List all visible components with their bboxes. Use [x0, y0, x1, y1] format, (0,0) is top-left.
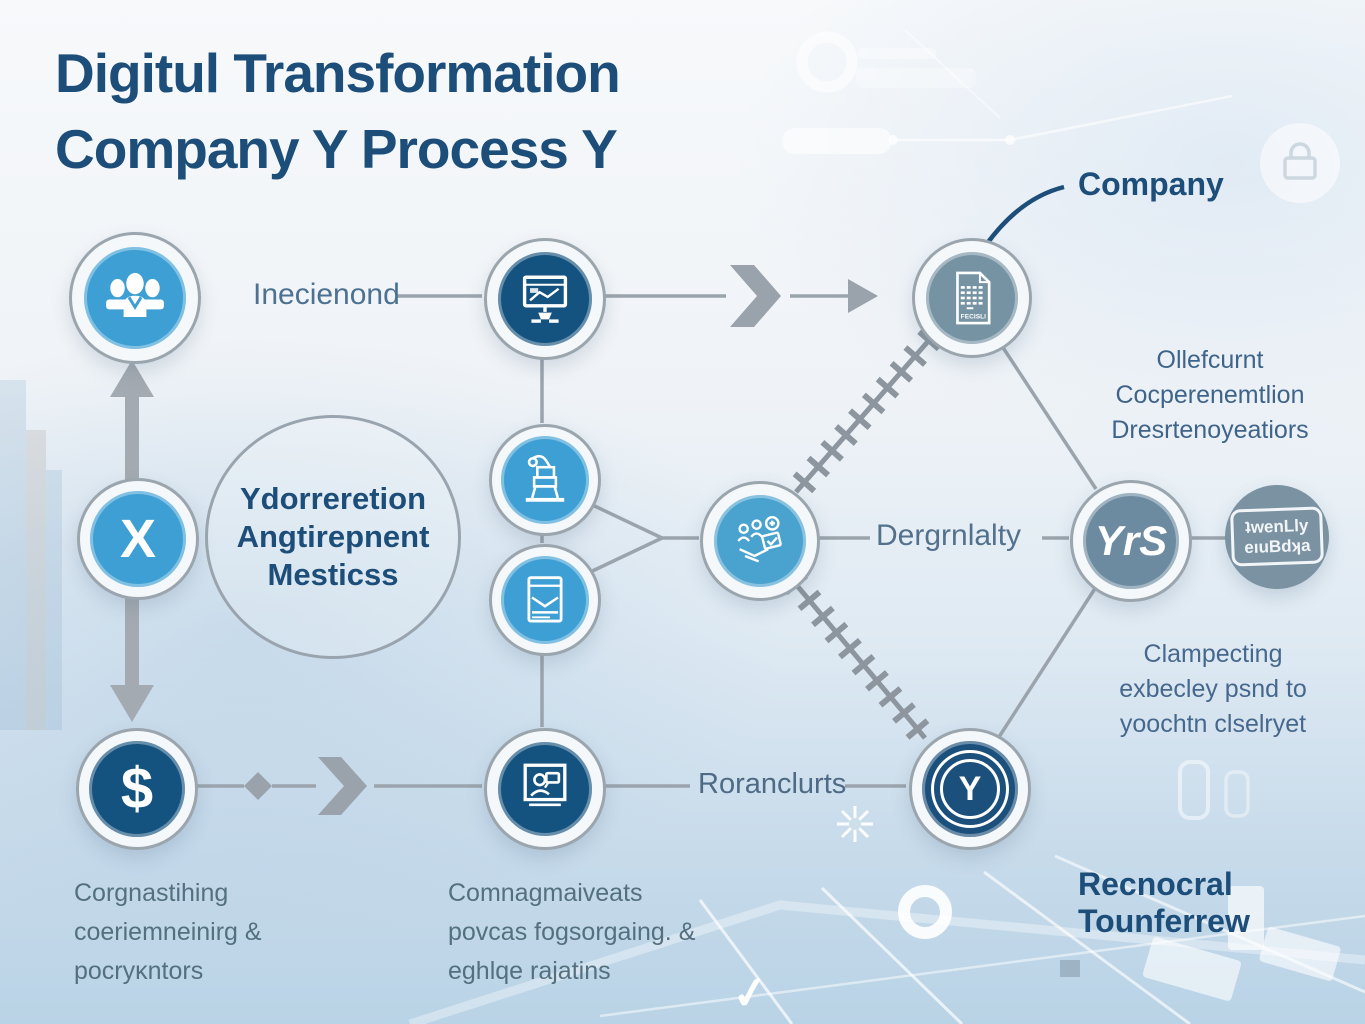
- presentation-monitor-icon: [522, 275, 568, 323]
- caption-center-line-3: eghlqe rajatins: [448, 956, 611, 985]
- stamp-line-1: ʇwenLly: [1244, 516, 1309, 538]
- label-recnocral: Recnocral Tounferrew: [1078, 866, 1250, 940]
- bubble-line-3: Mesticss: [267, 556, 399, 592]
- right-bottom-line-2: exbecley psnd to: [1119, 675, 1307, 703]
- stamp-line-2: eıuBdʞa: [1243, 535, 1311, 558]
- y-seal-text: Y: [958, 770, 982, 808]
- arrow-glyphs: [244, 265, 878, 815]
- right-top-line-1: Ollefcurnt: [1156, 346, 1264, 374]
- connector-line: [583, 536, 663, 577]
- title-line-1: Digitul Transformation: [55, 42, 621, 104]
- y-seal-icon: Y: [931, 750, 1009, 828]
- yrs-text: YrS: [1094, 517, 1168, 564]
- window-envelope-icon: [527, 576, 563, 623]
- yrs-node: YrS: [1070, 480, 1192, 602]
- label-right-top: Ollefcurnt Cocperenemtlion Dresrtenoyeat…: [1075, 343, 1345, 448]
- recnocral-line-2: Tounferrew: [1078, 902, 1250, 939]
- caption-left: Corgnastihing coeriemneinirg & pocryĸnto…: [74, 874, 262, 990]
- caption-center-line-2: povcas fogsorgaing. &: [448, 917, 696, 946]
- idea-bubble: Ydorreretion Angtirepnent Mesticss: [205, 415, 461, 659]
- window-node: [489, 544, 601, 656]
- machine-workstation-icon: [525, 454, 565, 502]
- page-title: Digitul Transformation Company Y Process…: [55, 36, 621, 188]
- bubble-line-2: Angtirepnent: [236, 519, 430, 555]
- title-line-2: Company Y Process Y: [55, 117, 618, 180]
- document-node: FECISLI: [912, 238, 1032, 358]
- caption-center: Comnagmaiveats povcas fogsorgaing. & egh…: [448, 874, 695, 990]
- label-roranclurts: Roranclurts: [698, 768, 847, 800]
- document-text: FECISLI: [961, 313, 986, 320]
- right-bottom-line-1: Clampecting: [1143, 640, 1283, 668]
- y-seal-node: Y: [909, 728, 1031, 850]
- ticked-connector: [784, 329, 941, 747]
- connector-line: [583, 499, 663, 540]
- caption-left-line-2: coeriemneinirg &: [74, 917, 262, 946]
- x-metric-node: X: [77, 478, 199, 600]
- laptop-node: [484, 728, 606, 850]
- presentation-node: [484, 238, 606, 360]
- right-top-line-2: Cocperenemtlion: [1115, 381, 1305, 409]
- recnocral-line-1: Recnocral: [1078, 866, 1233, 902]
- bubble-line-1: Ydorreretion: [239, 481, 427, 517]
- quality-badge-node: ʇwenLly eıuBdʞa: [1225, 485, 1329, 589]
- connector-line: [998, 342, 1098, 490]
- people-node: [69, 232, 201, 364]
- company-label: Company: [1078, 166, 1224, 202]
- dollar-node: $: [76, 728, 198, 850]
- company-pointer-line: [984, 184, 1065, 247]
- label-inecienond: Inecienond: [253, 278, 400, 311]
- document-spreadsheet-icon: FECISLI: [956, 271, 991, 325]
- label-right-bottom: Clampecting exbecley psnd to yoochtn cls…: [1078, 637, 1348, 742]
- collaboration-node: [700, 481, 820, 601]
- laptop-user-icon: [523, 763, 567, 807]
- connector-line: [997, 586, 1098, 738]
- right-bottom-line-3: yoochtn clselryet: [1119, 710, 1307, 738]
- caption-left-line-3: pocryĸntors: [74, 956, 204, 985]
- right-top-line-3: Dresrtenoyeatiors: [1111, 416, 1309, 444]
- caption-center-line-1: Comnagmaiveats: [448, 879, 643, 907]
- people-icon: [106, 272, 164, 317]
- x-metric-text: X: [119, 509, 157, 569]
- caption-left-line-1: Corgnastihing: [74, 879, 229, 907]
- machine-node: [489, 424, 601, 536]
- quality-stamp-icon: ʇwenLly eıuBdʞa: [1229, 506, 1325, 568]
- collaboration-icon: [737, 516, 782, 563]
- dollar-text: $: [120, 756, 154, 821]
- label-dergrnlalty: Dergrnlalty: [876, 519, 1022, 552]
